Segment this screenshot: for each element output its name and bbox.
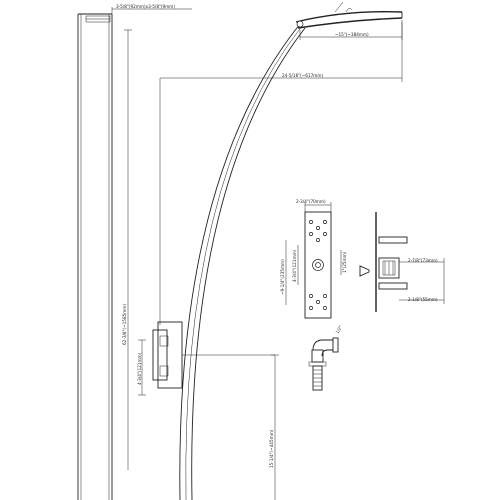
valve-width-dimension: 2-3/4"(70mm) <box>296 199 332 212</box>
shower-head <box>295 1 403 29</box>
panel-width-label: 3-5/8"(92mm)x3-5/8"(9mm) <box>116 4 175 9</box>
arm-reach-label: 24-5/16"(~617mm) <box>282 73 323 78</box>
panel-width-dimension: 3-5/8"(92mm)x3-5/8"(9mm) <box>111 4 192 14</box>
valve-depth-dimensions: 2-7/8"(73mm) 2-1/8"(55mm) <box>408 258 438 302</box>
head-length-label: ~15"(~384mm) <box>335 32 369 37</box>
valve-width-label: 2-3/4"(70mm) <box>296 199 326 204</box>
valve-height-a-label: ~9-1/4"(235mm) <box>280 259 285 295</box>
valve-side-view <box>359 212 445 312</box>
base-height-label: 15-1/4"(~445mm) <box>269 429 274 468</box>
elbow-size-label: 1/2" <box>335 324 344 334</box>
curved-arm <box>179 23 306 500</box>
mixer-offset-dimension: 4-3/4"(121mm) <box>137 339 146 396</box>
panel-height-dimension: 62-3/8"(~1585mm) <box>122 29 132 470</box>
valve-depth-b-label: 2-1/8"(55mm) <box>408 297 438 302</box>
valve-plate-front-view <box>304 211 332 319</box>
mixer-offset-label: 4-3/4"(121mm) <box>137 352 142 385</box>
arm-reach-dimension: 24-5/16"(~617mm) <box>159 22 403 325</box>
panel-height-label: 62-3/8"(~1585mm) <box>122 304 127 345</box>
base-height-dimension: 15-1/4"(~445mm) <box>269 354 279 500</box>
head-length-dimension: ~15"(~384mm) <box>299 20 403 40</box>
elbow-fitting: 1/2" <box>308 324 344 391</box>
valve-height-dimensions: ~9-1/4"(235mm) 4-3/4"(121mm) 1"(25mm) <box>280 240 347 305</box>
mixer-bracket <box>152 321 275 389</box>
shower-column <box>77 13 113 500</box>
valve-depth-a-label: 2-7/8"(73mm) <box>408 258 438 263</box>
valve-height-b-label: 4-3/4"(121mm) <box>292 249 297 282</box>
valve-hole-spacing-label: 1"(25mm) <box>342 251 347 273</box>
